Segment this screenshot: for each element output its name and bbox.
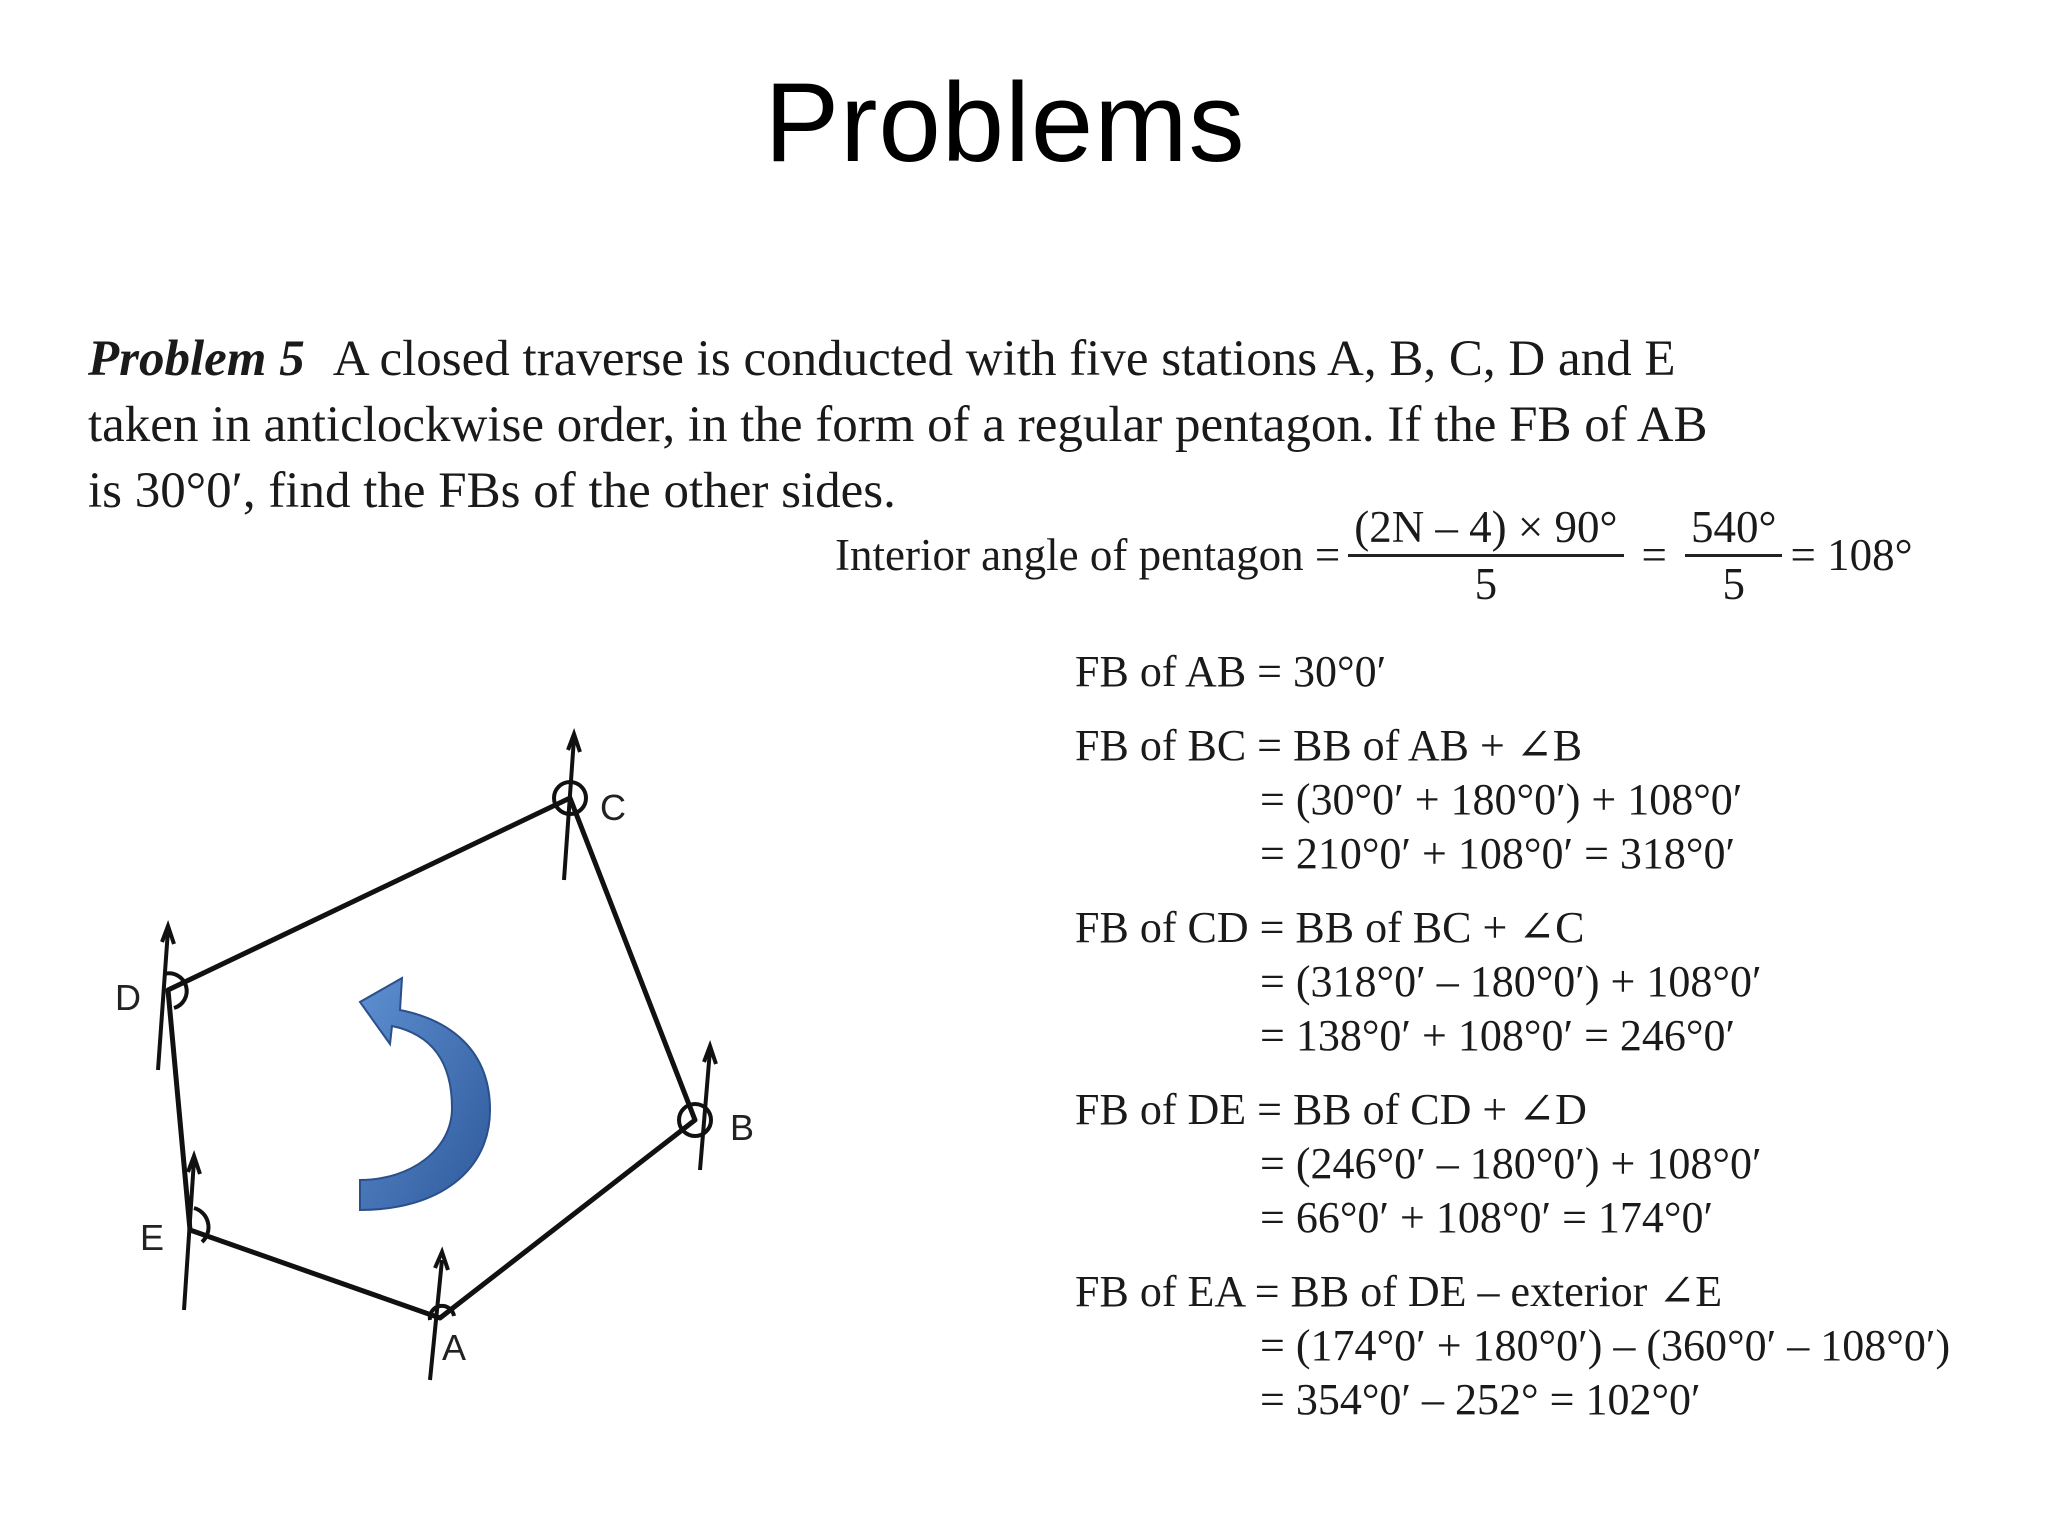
calc-line: FB of AB = 30°0′ <box>1075 647 1387 696</box>
fraction-general: (2N – 4) × 90° 5 <box>1348 502 1624 609</box>
step-ab: FB of AB = 30°0′ <box>1075 645 1950 699</box>
calc-line: FB of EA = BB of DE – exterior ∠E <box>1075 1267 1723 1316</box>
step-ea: FB of EA = BB of DE – exterior ∠E = (174… <box>1075 1265 1950 1427</box>
calc-line: = (30°0′ + 180°0′) + 108°0′ <box>1260 775 1743 824</box>
vertex-label-e: E <box>140 1217 164 1258</box>
calc-line: FB of DE = BB of CD + ∠D <box>1075 1085 1587 1134</box>
calc-line: = (246°0′ – 180°0′) + 108°0′ <box>1260 1139 1762 1188</box>
fraction-value-denominator: 5 <box>1722 558 1745 609</box>
fraction-general-numerator: (2N – 4) × 90° <box>1348 502 1624 557</box>
calc-line: FB of BC = BB of AB + ∠B <box>1075 721 1583 770</box>
step-bc: FB of BC = BB of AB + ∠B = (30°0′ + 180°… <box>1075 719 1950 881</box>
vertex-label-b: B <box>730 1107 754 1148</box>
bearing-calculations: FB of AB = 30°0′ FB of BC = BB of AB + ∠… <box>1075 645 1950 1447</box>
vertex-label-c: C <box>600 787 626 828</box>
interior-angle-formula: Interior angle of pentagon = (2N – 4) × … <box>835 502 1913 609</box>
pentagon-outline <box>165 795 698 1321</box>
vertex-label-a: A <box>442 1327 466 1368</box>
fraction-value: 540° 5 <box>1684 502 1783 609</box>
traverse-diagram: A B C D E <box>115 728 754 1381</box>
problem-number: Problem 5 <box>88 331 305 387</box>
fraction-general-denominator: 5 <box>1474 558 1498 609</box>
fraction-value-numerator: 540° <box>1684 502 1783 557</box>
north-arrow-e <box>182 1150 211 1311</box>
north-arrow-b <box>677 1040 718 1171</box>
anticlockwise-arrow-icon <box>358 976 492 1212</box>
calc-line: = (318°0′ – 180°0′) + 108°0′ <box>1260 957 1762 1006</box>
equals-sign: = <box>1641 530 1667 580</box>
interior-label: Interior angle of pentagon = <box>835 530 1341 580</box>
step-de: FB of DE = BB of CD + ∠D = (246°0′ – 180… <box>1075 1083 1950 1245</box>
calc-line: = 354°0′ – 252° = 102°0′ <box>1260 1375 1701 1424</box>
vertex-label-d: D <box>115 977 141 1018</box>
north-arrow-a <box>427 1246 456 1381</box>
calc-line: FB of CD = BB of BC + ∠C <box>1075 903 1585 952</box>
step-cd: FB of CD = BB of BC + ∠C = (318°0′ – 180… <box>1075 901 1950 1063</box>
problem-line-3: is 30°0′, find the FBs of the other side… <box>88 463 896 519</box>
calc-line: = 138°0′ + 108°0′ = 246°0′ <box>1260 1011 1736 1060</box>
calc-line: = 66°0′ + 108°0′ = 174°0′ <box>1260 1193 1714 1242</box>
slide-title: Problems <box>764 60 1246 185</box>
problem-line-2: taken in anticlockwise order, in the for… <box>88 397 1708 453</box>
north-arrow-d <box>156 920 189 1071</box>
north-arrow-c <box>552 728 588 881</box>
interior-result: = 108° <box>1790 530 1913 580</box>
calc-line: = (174°0′ + 180°0′) – (360°0′ – 108°0′) <box>1260 1321 1951 1370</box>
calc-line: = 210°0′ + 108°0′ = 318°0′ <box>1260 829 1736 878</box>
